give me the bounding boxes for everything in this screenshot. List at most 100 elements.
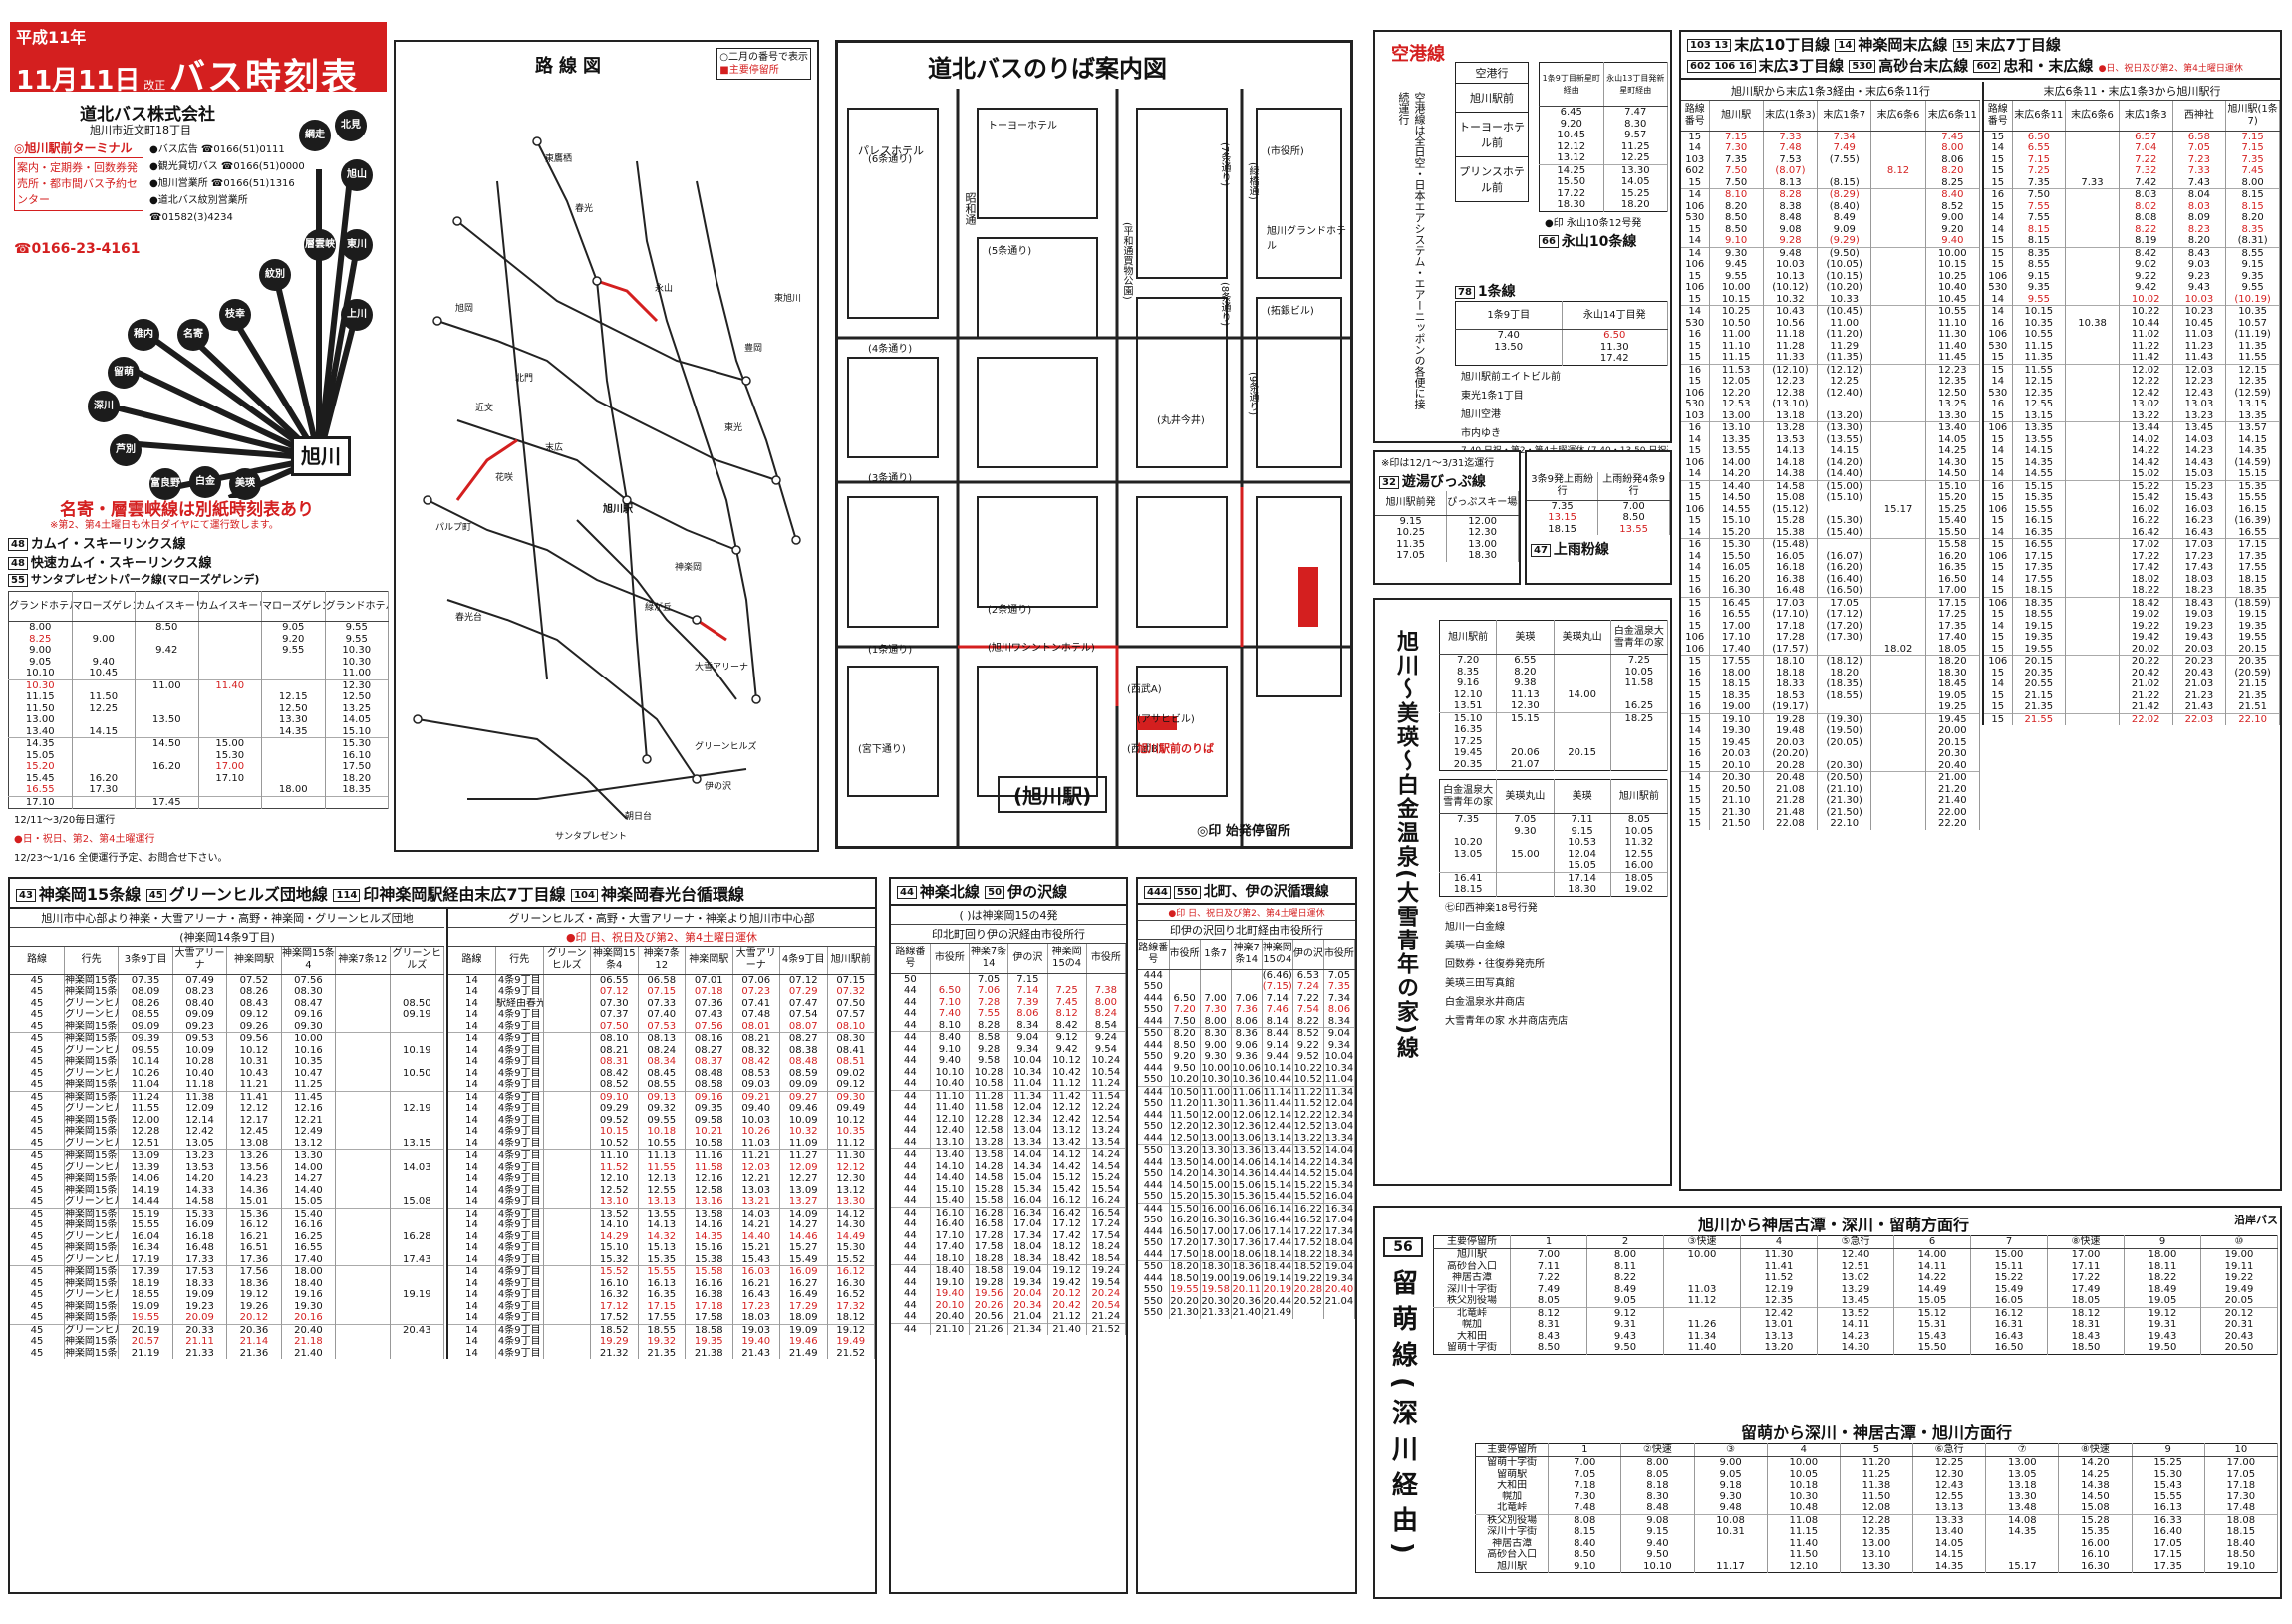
suehiro-right-row-cell xyxy=(2065,223,2120,235)
asobi-row-cell: 9.15 xyxy=(1375,515,1448,527)
kamui-row-cell xyxy=(198,795,262,809)
kaguraoka-left-row-cell: 14.19 xyxy=(118,1184,173,1196)
kitamachi-row-cell: 9.50 xyxy=(1169,1062,1201,1074)
suehiro-left-row-cell: 16 xyxy=(1681,538,1710,551)
kaguraoka-right-row-cell xyxy=(543,974,591,986)
suehiro-right-row-cell: 15 xyxy=(1984,632,2013,644)
kamui-row-cell xyxy=(261,678,326,691)
suehiro-left-row-cell: 15.25 xyxy=(1925,503,1981,515)
kitamachi-row-cell: 19.58 xyxy=(1200,1284,1232,1296)
kaguraoka-left-row-cell: 08.43 xyxy=(226,997,282,1009)
kaguraoka-right-row-cell: 4条9丁目 xyxy=(495,1009,544,1021)
suehiro-right-row-cell: 19.35 xyxy=(2225,620,2280,632)
suehiro-right-row-cell: 17.15 xyxy=(2012,550,2067,562)
kaguraoka-left-row-cell xyxy=(335,1265,391,1278)
kaguraoka-right-row-cell: 09.32 xyxy=(638,1103,686,1115)
kaguraoka-left-row-cell xyxy=(390,1336,445,1348)
kaguraoka-right-row-cell: 17.58 xyxy=(685,1312,733,1324)
kitamachi-row-cell: 16.34 xyxy=(1323,1202,1356,1215)
kitamachi-row-cell: 13.22 xyxy=(1292,1132,1324,1145)
kaguraoka-left-row-cell: 神楽岡15条4 xyxy=(64,974,120,986)
suehiro-right-row-cell: 13.23 xyxy=(2172,409,2227,422)
kamui-row-cell xyxy=(261,737,326,750)
suehiro-right-row-cell: 18.35 xyxy=(2012,596,2067,609)
kamui-row-cell: 9.40 xyxy=(72,656,136,668)
kagura-kita-row-cell: 8.24 xyxy=(1086,1008,1127,1020)
suehiro-right-row-cell: 17.35 xyxy=(2225,550,2280,562)
kaguraoka-right-row-cell: 16.32 xyxy=(590,1289,639,1301)
suehiro-left-row-cell xyxy=(1870,433,1926,445)
suehiro-left-row-cell xyxy=(1870,667,1926,678)
kitamachi-row-cell: 550 xyxy=(1138,1098,1170,1110)
kaguraoka-left-row-cell: 10.09 xyxy=(172,1044,228,1056)
shirogane-row-cell: 20.06 xyxy=(1496,747,1555,759)
kamui-row-cell: 17.10 xyxy=(198,772,262,784)
route-map-title: 路線図 xyxy=(535,56,607,77)
map-label: 緑が丘 xyxy=(645,603,673,613)
rumoi-out-row-cell: 19.49 xyxy=(2200,1283,2278,1295)
rumoi-in-row-cell: 8.30 xyxy=(1620,1490,1695,1502)
kitamachi-row-cell: 13.36 xyxy=(1231,1144,1263,1157)
kagura-kita-row-cell: 44 xyxy=(891,1252,931,1265)
shirogane-row-cell: 16.35 xyxy=(1439,724,1498,736)
kagura-kita-head: 伊の沢 xyxy=(1007,944,1048,974)
kitamachi-row-cell: 7.35 xyxy=(1323,981,1356,993)
jo1-stop: 東光1条1丁目 xyxy=(1461,390,1524,402)
map-label: 花咲 xyxy=(495,473,514,483)
kaguraoka-right-row-cell: 18.12 xyxy=(827,1312,875,1324)
shirogane-footer: 旭川一白金線 xyxy=(1445,921,1505,933)
kaguraoka-left-row-cell: 13.08 xyxy=(226,1137,282,1150)
rumoi-in-row-cell: 9.15 xyxy=(1620,1526,1695,1538)
kaguraoka-left-row-cell: 19.23 xyxy=(172,1300,228,1312)
suehiro-left-row-cell: (17.30) xyxy=(1817,632,1872,644)
rumoi-out-row-cell: 9.43 xyxy=(1586,1330,1664,1342)
kaguraoka-left-row-cell xyxy=(390,1207,445,1219)
suehiro-right-row-cell xyxy=(2065,387,2120,399)
suehiro-left-row-cell: (19.50) xyxy=(1817,725,1872,737)
route-network xyxy=(413,136,801,820)
suehiro-right-row-cell: 15 xyxy=(1984,515,2013,527)
kaguraoka-left-row-cell: 10.40 xyxy=(172,1067,228,1079)
kaguraoka-right-row-cell: 19.35 xyxy=(685,1336,733,1348)
kaguraoka-left-row-cell xyxy=(335,1300,391,1312)
kaguraoka-right-row-cell: 14 xyxy=(448,1032,496,1045)
kitamachi-row-cell: 444 xyxy=(1138,1272,1170,1284)
suehiro-right-row-cell: 7.55 xyxy=(2012,212,2067,224)
kaguraoka-left-row-cell: 神楽岡15条4 xyxy=(64,1336,120,1348)
kagura-kita-row-cell: 21.40 xyxy=(1047,1322,1087,1335)
rumoi-in-row-cell: 幌加 xyxy=(1475,1490,1550,1502)
kaguraoka-left-row-cell: 18.19 xyxy=(118,1277,173,1289)
kaguraoka-left-row-cell: 13.56 xyxy=(226,1161,282,1173)
rumoi-in-row-cell: 8.50 xyxy=(1548,1549,1622,1561)
suehiro-right-row-cell: 106 xyxy=(1984,655,2013,668)
suehiro-left-row-cell: (10.05) xyxy=(1817,259,1872,271)
shirogane-row-cell: 9.16 xyxy=(1439,677,1498,689)
suehiro-right-row-cell: 16 xyxy=(1984,399,2013,410)
rumoi-in-row-cell: 16.30 xyxy=(2058,1560,2133,1573)
suehiro-left-row-cell: (19.17) xyxy=(1763,701,1819,713)
rumoi-out-row-cell: 8.22 xyxy=(1586,1272,1664,1284)
kitamachi-head: 神楽岡15の4 xyxy=(1262,940,1293,970)
suehiro-left-row-cell: 9.28 xyxy=(1763,235,1819,247)
suehiro-left-row-cell: 602 xyxy=(1681,165,1710,177)
rumoi-out-row-cell: 11.12 xyxy=(1663,1295,1741,1307)
dest-rumoi: 留萌 xyxy=(108,357,140,389)
kaguraoka-right-row-cell: 09.46 xyxy=(779,1103,828,1115)
dest-kamikawa: 上川 xyxy=(341,299,373,331)
suehiro-left-row-cell: 15.08 xyxy=(1763,492,1819,504)
rumoi-out-row-cell: 15.50 xyxy=(1893,1342,1971,1354)
kaguraoka-left-row-cell xyxy=(390,1090,445,1103)
kaguraoka-right-row-cell: 16.12 xyxy=(827,1265,875,1278)
kaguraoka-left-subtitle: 旭川市中心部より神楽・大雪アリーナ・高野・神楽岡・グリーンヒルズ団地 xyxy=(10,909,444,928)
